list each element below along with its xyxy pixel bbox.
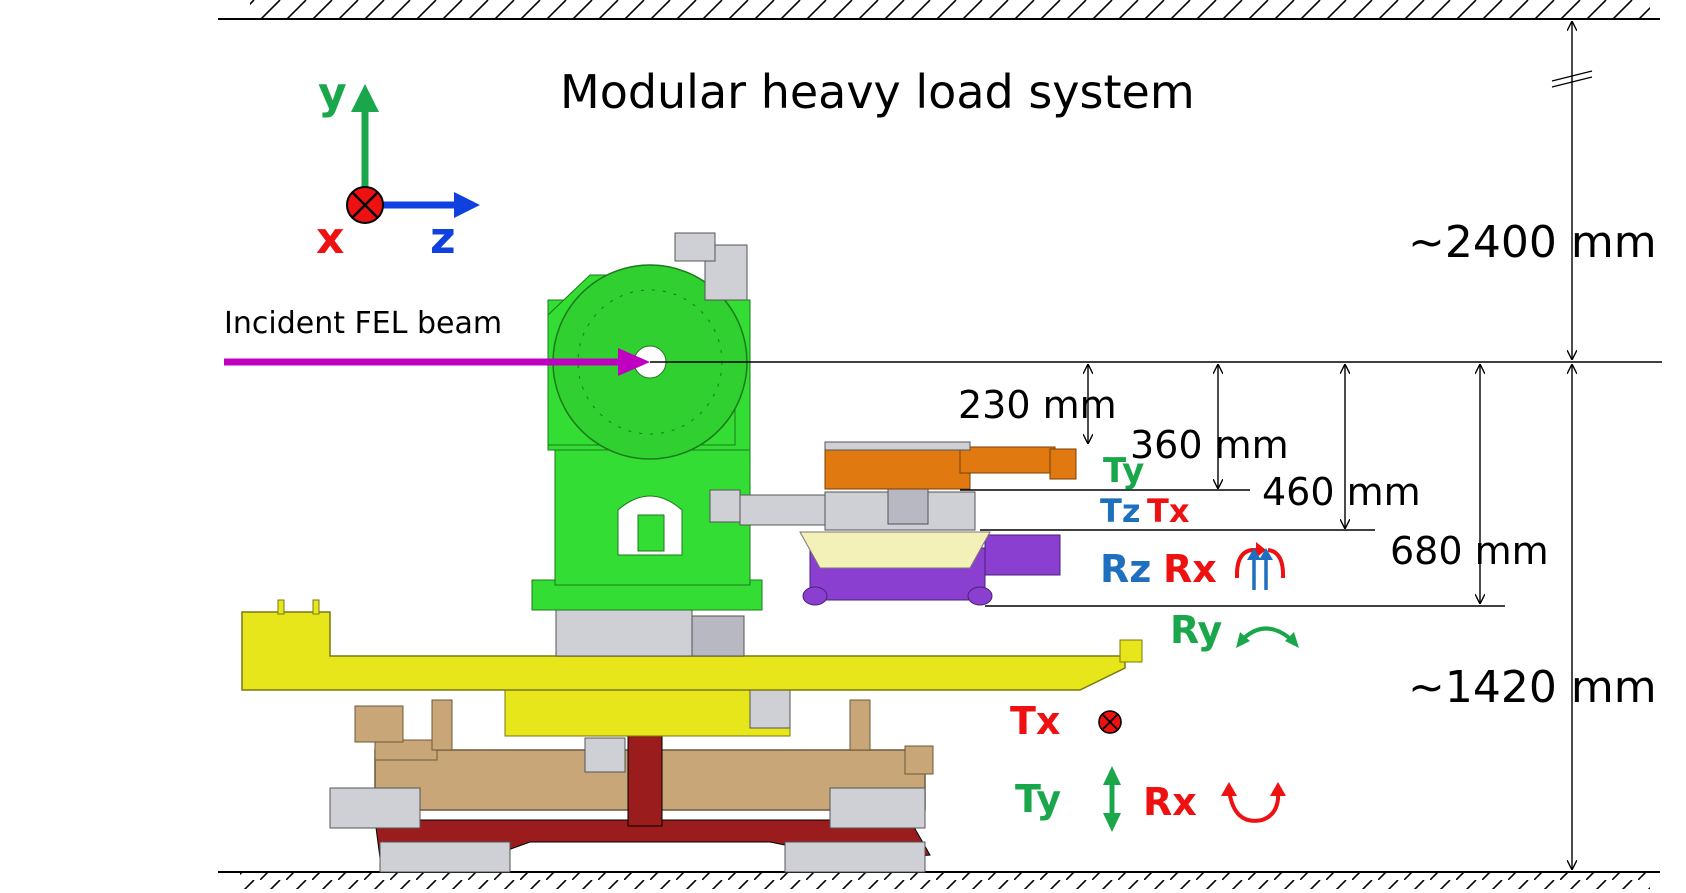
rotation-table xyxy=(504,689,791,737)
x-axis-label: x xyxy=(316,213,344,264)
dim-label-460: 460 mm xyxy=(1262,470,1421,514)
motion-label-ry: Ry xyxy=(1170,608,1223,652)
z-axis-label: z xyxy=(430,213,456,264)
dim-label-230: 230 mm xyxy=(958,383,1117,427)
incident-beam-label: Incident FEL beam xyxy=(224,306,502,341)
motion-label-ty-base: Ty xyxy=(1015,777,1061,821)
y-axis-label: y xyxy=(318,68,347,119)
orange-stage xyxy=(824,446,971,490)
gray-riser xyxy=(555,609,745,657)
rx-rotation-icon xyxy=(1221,782,1286,823)
dim-label-2400: ~2400 mm xyxy=(1408,217,1657,268)
motion-label-rx-base: Rx xyxy=(1143,780,1197,824)
floor-hatch xyxy=(218,871,1660,889)
dim-label-680: 680 mm xyxy=(1390,529,1549,573)
ceiling-hatch xyxy=(218,0,1660,20)
motion-label-rx-top: Rx xyxy=(1163,547,1217,591)
yellow-rail xyxy=(241,599,1143,691)
coordinate-axes: y x z xyxy=(316,68,480,264)
dim-label-360: 360 mm xyxy=(1130,423,1289,467)
diagram-title: Modular heavy load system xyxy=(560,65,1195,119)
z-axis-arrowhead xyxy=(454,192,480,218)
sample-stages xyxy=(709,441,1077,606)
ty-translation-icon xyxy=(1103,766,1121,832)
dim-label-1420: ~1420 mm xyxy=(1408,662,1657,713)
base-frame xyxy=(329,699,934,829)
motion-label-tz: Tz xyxy=(1100,492,1140,530)
incident-beam-arrowhead xyxy=(618,348,650,376)
motion-label-rz: Rz xyxy=(1100,547,1151,591)
motion-label-tx-base: Tx xyxy=(1010,699,1060,743)
rz-rx-rotation-icon xyxy=(1234,542,1286,590)
bottom-plate xyxy=(374,819,931,873)
tx-into-page-icon xyxy=(1098,710,1122,734)
break-mark-2 xyxy=(1551,76,1593,88)
goniometer-tower xyxy=(531,232,763,611)
break-mark-1 xyxy=(1551,70,1593,82)
motion-label-tx-top: Tx xyxy=(1147,492,1190,530)
motion-label-ty-top: Ty xyxy=(1103,451,1144,491)
y-axis-arrowhead xyxy=(351,84,379,112)
ry-rotation-icon xyxy=(1236,626,1299,648)
